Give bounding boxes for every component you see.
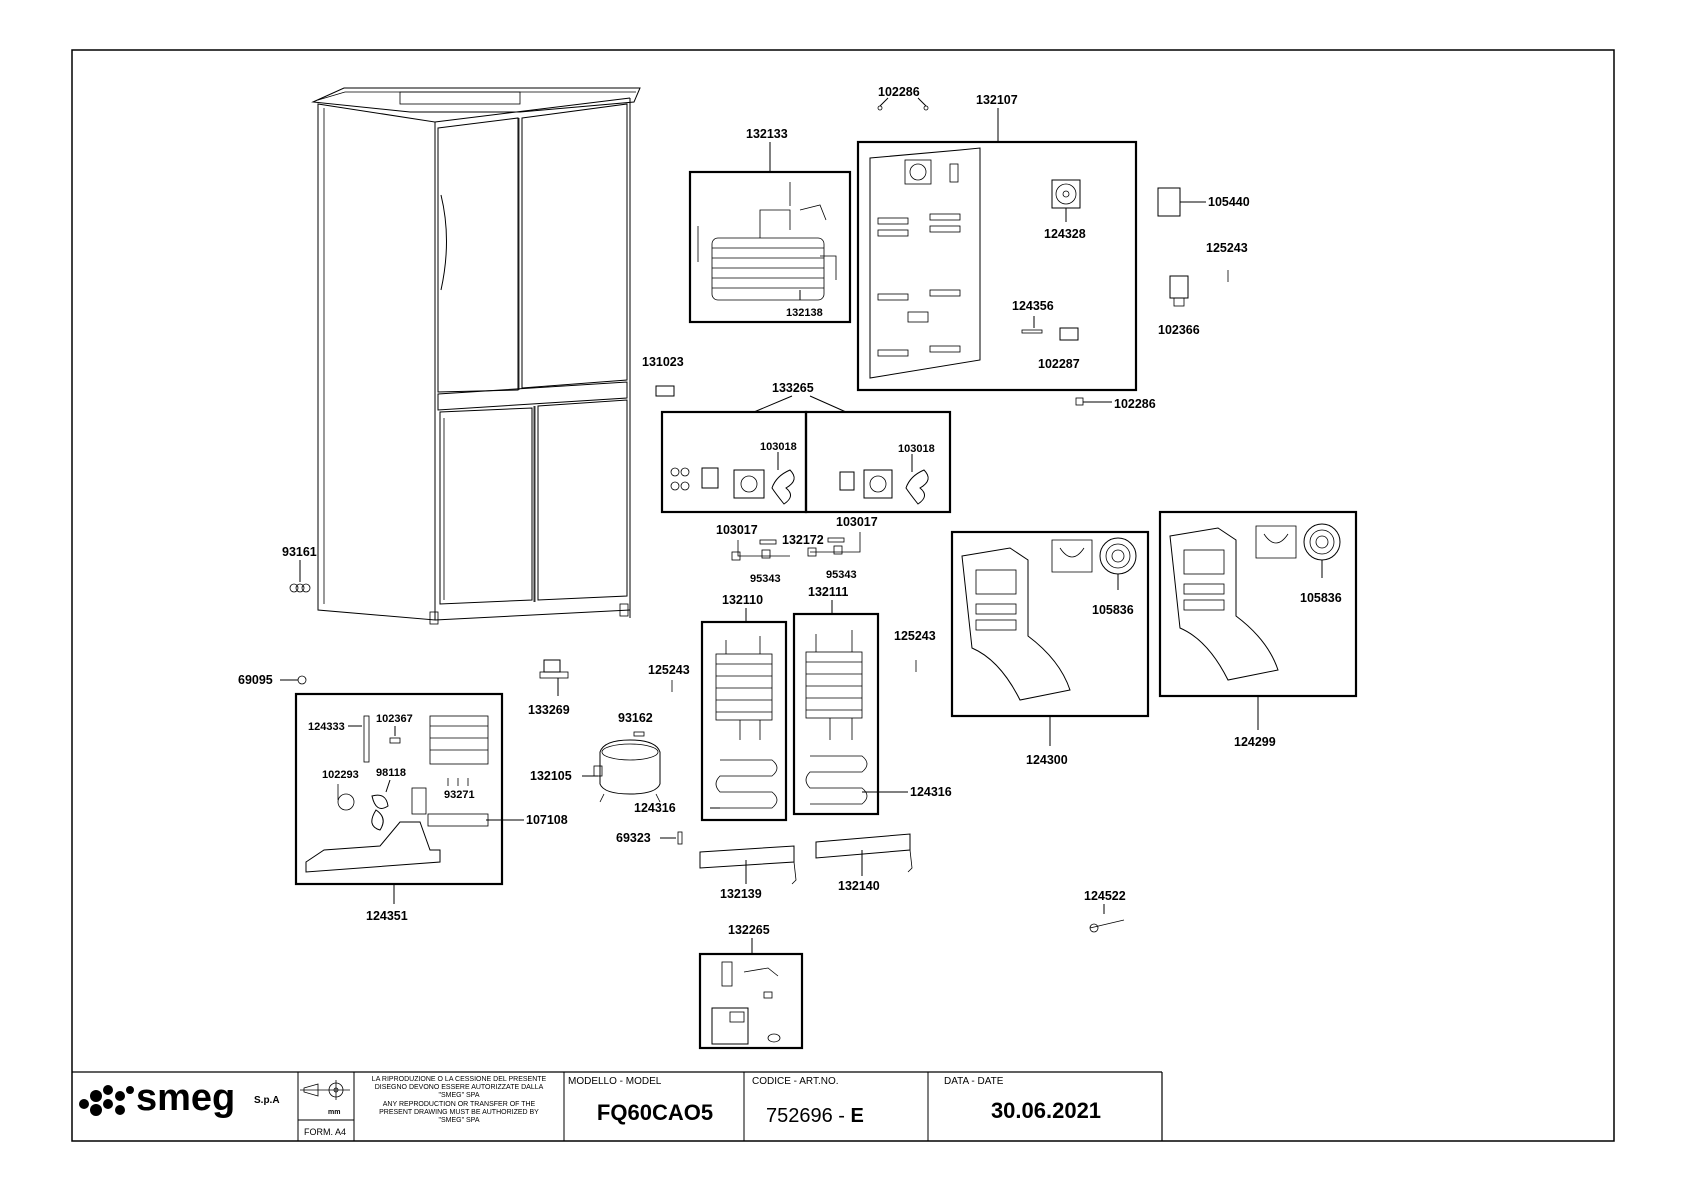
part-label-124300[interactable]: 124300 [1026,753,1068,767]
code-number: 752696 [766,1105,833,1127]
notice-en-line-1: ANY REPRODUCTION OR TRANSFER OF THE [383,1101,536,1108]
sheet-frame [71,49,1615,1142]
notice-en-line-2: PRESENT DRAWING MUST BE AUTHORIZED BY [379,1109,539,1116]
code-revision: E [851,1105,864,1127]
thermostat-102287-icon [1059,327,1079,341]
assembly-box-132133 [688,170,852,324]
notice-it-line-1: LA RIPRODUZIONE O LA CESSIONE DEL PRESEN… [372,1076,547,1083]
part-label-105440[interactable]: 105440 [1208,195,1250,209]
part-label-124328[interactable]: 124328 [1044,227,1086,241]
part-label-103018-a[interactable]: 103018 [760,441,797,453]
part-label-124522[interactable]: 124522 [1084,889,1126,903]
bracket-133269-illustration [539,659,569,679]
evaporator-132110-illustration [715,636,778,809]
part-label-102286-b[interactable]: 102286 [1114,397,1156,411]
smeg-logo: smeg S.p.A [79,1077,280,1119]
control-kit-illustration [711,961,781,1045]
part-label-95343-b[interactable]: 95343 [826,569,857,581]
part-label-132140[interactable]: 132140 [838,879,880,893]
part-label-132265[interactable]: 132265 [728,923,770,937]
part-label-93162[interactable]: 93162 [618,711,653,725]
air-duct-124300-illustration [961,537,1137,701]
code-separator: - [833,1105,851,1127]
part-label-132111[interactable]: 132111 [808,585,848,599]
part-label-124351[interactable]: 124351 [366,909,408,923]
part-label-107108[interactable]: 107108 [526,813,568,827]
evaporator-132111-illustration [805,630,868,805]
part-label-102287[interactable]: 102287 [1038,357,1080,371]
refrigerator-cabinet-illustration [311,87,641,625]
code-label: CODICE - ART.NO. [752,1076,839,1087]
title-block [72,1071,1163,1141]
part-label-93161[interactable]: 93161 [282,545,317,559]
format-label: FORM. A4 [304,1127,346,1137]
assembly-box-132107 [856,140,1138,392]
assembly-box-132111 [792,612,880,816]
notice-it-line-3: "SMEG" SPA [438,1092,479,1099]
evaporator-module-illustration [429,715,489,765]
part-label-102286-top[interactable]: 102286 [878,85,920,99]
switch-102366-illustration [1169,275,1189,307]
fan-kit-left-illustration [670,467,795,505]
heater-132139-illustration [699,845,797,885]
cover-105440-icon [1157,187,1181,217]
part-label-95343-a[interactable]: 95343 [750,573,781,585]
part-label-131023[interactable]: 131023 [642,355,684,369]
part-label-124316-a[interactable]: 124316 [634,801,676,815]
assembly-box-132265 [698,952,804,1050]
model-label: MODELLO - MODEL [568,1076,662,1087]
part-label-133269[interactable]: 133269 [528,703,570,717]
part-label-125243-c[interactable]: 125243 [894,629,936,643]
part-label-132105[interactable]: 132105 [530,769,572,783]
part-label-124299[interactable]: 124299 [1234,735,1276,749]
part-label-105836-a[interactable]: 105836 [1092,603,1134,617]
part-label-124316-b[interactable]: 124316 [910,785,952,799]
assembly-box-133265-right [804,410,952,514]
part-131023-icon [655,385,675,397]
part-label-102367[interactable]: 102367 [376,713,413,725]
part-label-125243-b[interactable]: 125243 [648,663,690,677]
part-label-132133[interactable]: 132133 [746,127,788,141]
code-value: 752696 - E [766,1105,864,1127]
date-label: DATA - DATE [944,1076,1004,1087]
part-label-103017-a[interactable]: 103017 [716,523,758,537]
unit-label: mm [328,1109,340,1116]
part-label-132172[interactable]: 132172 [782,533,824,547]
assembly-box-132110 [700,620,788,822]
company-suffix: S.p.A [254,1095,280,1106]
part-label-133265[interactable]: 133265 [772,381,814,395]
part-label-132138[interactable]: 132138 [786,307,823,319]
condenser-illustration [697,182,837,301]
part-label-124333[interactable]: 124333 [308,721,345,733]
rear-panel-illustration [869,147,981,379]
notice-en-line-3: "SMEG" SPA [438,1117,479,1124]
projection-symbol-icon [300,1080,350,1100]
part-label-103018-b[interactable]: 103018 [898,443,935,455]
part-label-102293[interactable]: 102293 [322,769,359,781]
fan-kit-right-illustration [839,469,929,505]
model-value: FQ60CAO5 [597,1100,713,1125]
date-value: 30.06.2021 [991,1098,1101,1123]
part-label-102366[interactable]: 102366 [1158,323,1200,337]
heater-132140-illustration [815,833,913,873]
assembly-box-124300 [950,530,1150,718]
part-label-69095[interactable]: 69095 [238,673,273,687]
part-label-125243-a[interactable]: 125243 [1206,241,1248,255]
part-label-98118[interactable]: 98118 [376,767,406,779]
air-duct-124299-illustration [1169,523,1341,681]
part-label-105836-b[interactable]: 105836 [1300,591,1342,605]
company-name: smeg [136,1077,235,1119]
compressor-132105-illustration [593,739,661,803]
part-label-132110[interactable]: 132110 [722,593,763,607]
part-label-93271[interactable]: 93271 [444,789,475,801]
part-label-132139[interactable]: 132139 [720,887,762,901]
notice-it-line-2: DISEGNO DEVONO ESSERE AUTORIZZATE DALLA [375,1084,544,1091]
fan-124328-illustration [1051,179,1081,209]
part-label-69323[interactable]: 69323 [616,831,651,845]
assembly-box-124351 [294,692,504,886]
part-label-103017-b[interactable]: 103017 [836,515,878,529]
part-label-124356[interactable]: 124356 [1012,299,1054,313]
part-label-132107[interactable]: 132107 [976,93,1018,107]
